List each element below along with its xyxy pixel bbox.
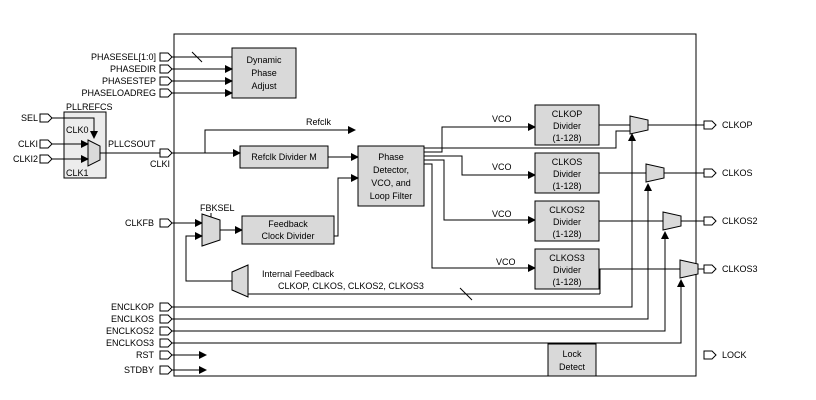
lock-detect-block [547,343,597,377]
clkos-output-mux [645,163,665,183]
clkos-div-line3: (1-128) [552,181,581,191]
lock-detect-line1: Lock [562,349,582,359]
enclkos-label: ENCLKOS [111,314,154,324]
vco-label-3: VCO [492,209,512,219]
enclkop-label: ENCLKOP [111,302,154,312]
rst-label: RST [136,350,155,360]
feedback-select-mux [201,213,221,247]
pllcsout-port [159,148,173,158]
pd-line3: VCO, and [371,178,411,188]
phasedir-label: PHASEDIR [110,64,157,74]
clkos2-divider-block [534,200,600,242]
clkos2-output-mux [662,211,682,231]
vco-label-1: VCO [492,114,512,124]
clk1-label: CLK1 [66,168,89,178]
pll-boundary [173,33,697,377]
pd-line4: Loop Filter [370,191,413,201]
clkos-div-line2: Divider [553,169,581,179]
clkos2-label: CLKOS2 [722,216,758,226]
clkos2-div-line3: (1-128) [552,229,581,239]
pd-line2: Detector, [373,165,409,175]
clkop-port [703,120,717,130]
vco-label-2: VCO [492,162,512,172]
enclkos3-label: ENCLKOS3 [106,338,154,348]
clkop-div-line3: (1-128) [552,133,581,143]
clki-internal-label: CLKI [150,159,170,169]
dynamic-phase-adjust-block [231,47,297,99]
internal-feedback-buffer [231,264,249,298]
clki2-label: CLKI2 [13,154,38,164]
stdby-label: STDBY [124,365,154,375]
phasesel-port [159,51,232,63]
clkop-div-line2: Divider [553,121,581,131]
dynamic-phase-line2: Phase [251,68,277,78]
feedback-divider-block [241,215,335,245]
pd-line1: Phase [378,152,404,162]
clkos2-div-line1: CLKOS2 [549,205,585,215]
clkos2-div-line2: Divider [553,217,581,227]
clkos3-divider-block [534,248,600,290]
lock-label: LOCK [722,350,747,360]
dynamic-phase-line3: Adjust [251,81,277,91]
clkop-output-mux [629,115,649,135]
clkfb-label: CLKFB [125,218,154,228]
fbksel-label: FBKSEL [200,203,235,213]
clk0-label: CLK0 [66,125,89,135]
clkfb-port [159,218,173,228]
phasestep-port [159,76,233,86]
clkos3-div-line3: (1-128) [552,277,581,287]
phasedir-port [159,64,233,74]
clki-port [39,139,53,149]
clkos3-div-line1: CLKOS3 [549,253,585,263]
clki-input-label: CLKI [18,139,38,149]
feedback-sources-label: CLKOP, CLKOS, CLKOS2, CLKOS3 [278,281,424,291]
phasesel-label: PHASESEL[1:0] [91,52,156,62]
clkos3-output-mux [679,259,699,279]
lock-port [703,350,717,360]
vco-label-4: VCO [496,257,516,267]
clkos-label: CLKOS [722,168,753,178]
phaseloadreg-port [159,88,233,98]
enclkos2-port [159,326,173,336]
pllrefcs-label: PLLREFCS [66,102,113,112]
clkop-div-line1: CLKOP [552,109,583,119]
clkos3-div-line2: Divider [553,265,581,275]
clkos3-label: CLKOS3 [722,264,758,274]
dynamic-phase-line1: Dynamic [246,55,282,65]
clkos-div-line1: CLKOS [552,157,583,167]
stdby-port [159,365,173,375]
phaseloadreg-label: PHASELOADREG [81,88,156,98]
sel-port [39,113,53,123]
fb-div-line2: Clock Divider [261,231,314,241]
enclkos-port [159,314,173,324]
enclkop-port [159,302,173,312]
clkos-port [703,168,717,178]
enclkos2-label: ENCLKOS2 [106,326,154,336]
clkos2-port [703,216,717,226]
clki2-port [39,154,53,164]
refclk-divider-label: Refclk Divider M [251,152,317,162]
fb-div-line1: Feedback [268,219,308,229]
clkop-label: CLKOP [722,120,753,130]
internal-feedback-label: Internal Feedback [262,269,335,279]
phasestep-label: PHASESTEP [102,76,156,86]
enclkos3-port [159,338,173,348]
lock-detect-line2: Detect [559,362,586,372]
refclk-label: Refclk [306,117,332,127]
clkos3-port [703,264,717,274]
rst-port [159,350,173,360]
sel-label: SEL [21,113,38,123]
pllcsout-label: PLLCSOUT [108,139,156,149]
